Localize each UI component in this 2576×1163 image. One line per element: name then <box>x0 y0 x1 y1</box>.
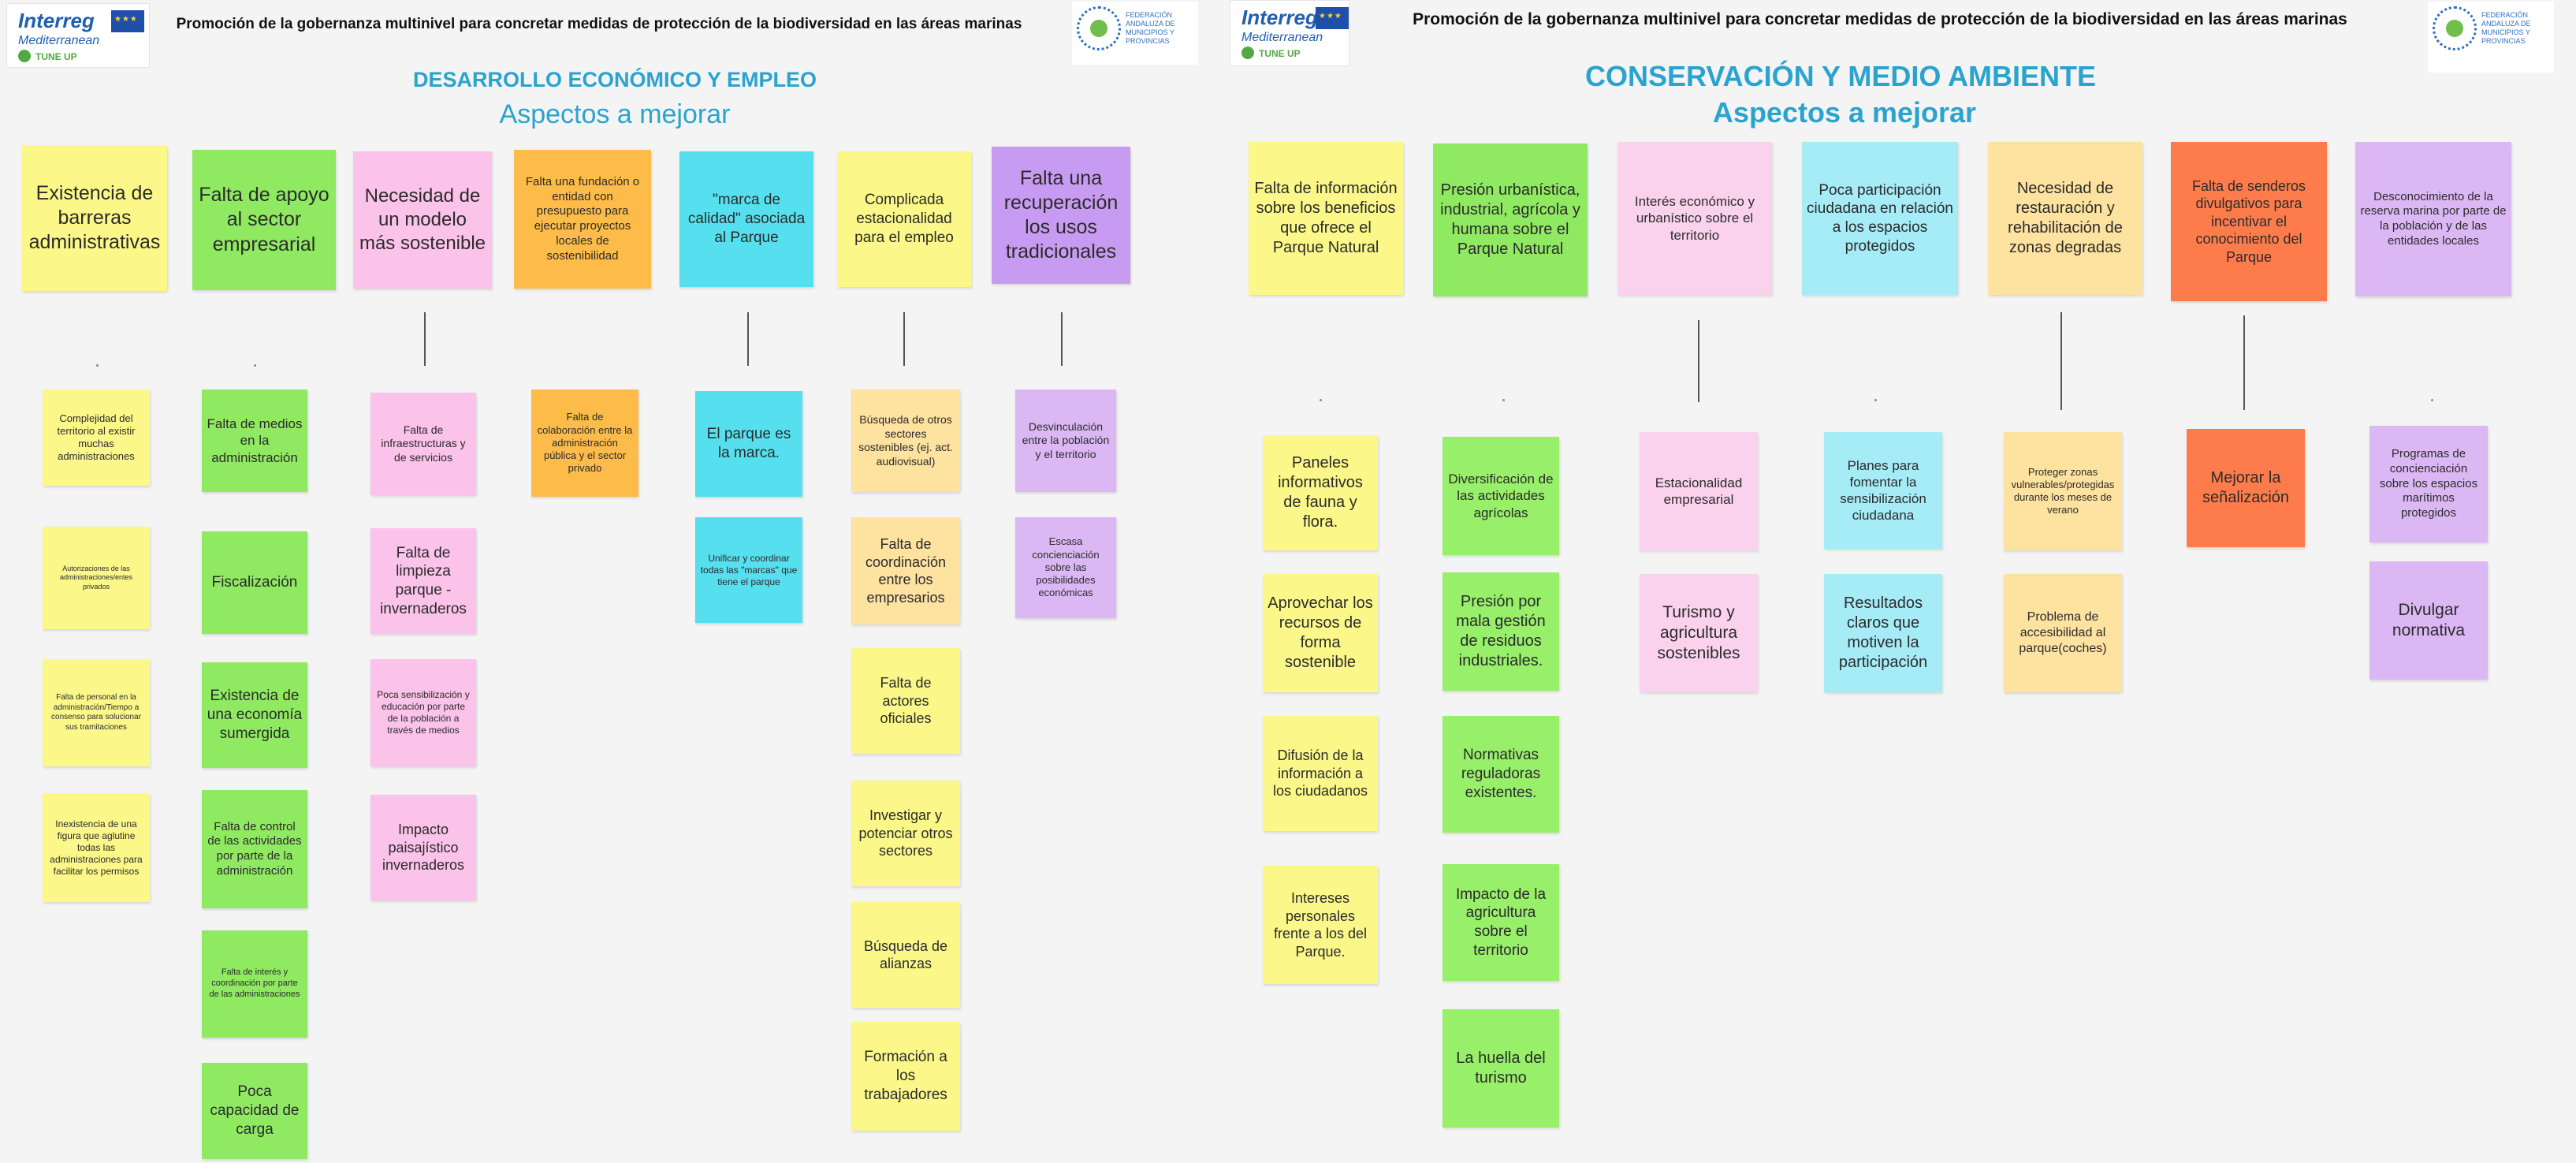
top-note-usos-tradicionales[interactable]: Falta una recuperación los usos tradicio… <box>992 147 1130 284</box>
top-note-fundacion[interactable]: Falta una fundación o entidad con presup… <box>514 150 651 289</box>
connector-dot <box>254 364 256 367</box>
top-note-modelo-sostenible[interactable]: Necesidad de un modelo más sostenible <box>353 151 492 289</box>
note-mejorar-senalizacion[interactable]: Mejorar la señalización <box>2187 429 2305 547</box>
top-note-presion-urbanistica[interactable]: Presión urbanística, industrial, agrícol… <box>1433 144 1588 296</box>
board-header-title: Promoción de la gobernanza multinivel pa… <box>176 16 1022 32</box>
note-busqueda-sectores[interactable]: Búsqueda de otros sectores sostenibles (… <box>851 390 960 492</box>
connector-dot <box>1874 399 1877 401</box>
note-escasa-concienciacion[interactable]: Escasa concienciación sobre las posibili… <box>1015 517 1116 618</box>
note-resultados-claros[interactable]: Resultados claros que motiven la partici… <box>1824 574 1942 692</box>
fem-logo-icon <box>2433 6 2477 50</box>
note-busqueda-alianzas[interactable]: Búsqueda de alianzas <box>851 902 960 1008</box>
note-desvinculacion[interactable]: Desvinculación entre la población y el t… <box>1015 390 1116 492</box>
note-turismo-agricultura[interactable]: Turismo y agricultura sostenibles <box>1640 574 1758 692</box>
eu-flag-icon <box>1316 7 1349 29</box>
fem-logo: FEDERACIÓN ANDALUZA DE MUNICIPIOS Y PROV… <box>1072 2 1198 65</box>
board-header-title: Promoción de la gobernanza multinivel pa… <box>1413 10 2347 28</box>
top-note-marca-calidad[interactable]: "marca de calidad" asociada al Parque <box>679 151 813 287</box>
note-planes-sensibilizacion[interactable]: Planes para fomentar la sensibilización … <box>1824 432 1942 549</box>
eu-flag-icon <box>111 10 144 32</box>
section-subtitle: Aspectos a mejorar <box>1712 96 1977 129</box>
note-residuos-industriales[interactable]: Presión por mala gestión de residuos ind… <box>1442 572 1559 691</box>
note-impacto-agricultura[interactable]: Impacto de la agricultura sobre el terri… <box>1442 864 1559 981</box>
note-economia-sumergida[interactable]: Existencia de una economía sumergida <box>202 662 307 768</box>
connector-line <box>903 312 905 366</box>
note-complejidad[interactable]: Complejidad del territorio al existir mu… <box>43 390 150 486</box>
connector-line <box>2243 315 2245 410</box>
note-accesibilidad[interactable]: Problema de accesibilidad al parque(coch… <box>2004 574 2122 692</box>
top-note-senderos[interactable]: Falta de senderos divulgativos para ince… <box>2171 142 2327 301</box>
note-interes-coordinacion[interactable]: Falta de interés y coordinación por part… <box>202 930 307 1038</box>
top-note-apoyo-empresarial[interactable]: Falta de apoyo al sector empresarial <box>192 150 336 290</box>
note-infraestructuras[interactable]: Falta de infraestructuras y de servicios <box>370 393 476 495</box>
note-colaboracion[interactable]: Falta de colaboración entre la administr… <box>531 390 638 497</box>
connector-line <box>1061 312 1063 366</box>
note-aprovechar-recursos[interactable]: Aprovechar los recursos de forma sosteni… <box>1263 574 1378 692</box>
note-actores-oficiales[interactable]: Falta de actores oficiales <box>851 648 960 754</box>
note-limpieza-parque[interactable]: Falta de limpieza parque - invernaderos <box>370 528 476 634</box>
interreg-logo: Interreg Mediterranean TUNE UP <box>1230 0 1349 66</box>
connector-dot <box>1320 399 1322 401</box>
connector-dot <box>96 364 99 367</box>
note-investigar-sectores[interactable]: Investigar y potenciar otros sectores <box>851 781 960 886</box>
connector-line <box>2060 312 2062 410</box>
note-parque-marca[interactable]: El parque es la marca. <box>695 391 802 497</box>
section-subtitle: Aspectos a mejorar <box>499 99 731 129</box>
connector-line <box>747 312 749 366</box>
note-falta-medios[interactable]: Falta de medios en la administración <box>202 390 307 492</box>
connector-dot <box>2431 399 2433 401</box>
note-sensibilizacion[interactable]: Poca sensibilización y educación por par… <box>370 659 476 766</box>
note-impacto-paisajistico[interactable]: Impacto paisajístico invernaderos <box>370 795 476 900</box>
note-paneles-informativos[interactable]: Paneles informativos de fauna y flora. <box>1263 435 1378 550</box>
fem-logo-icon <box>1077 6 1121 50</box>
connector-line <box>1698 320 1699 402</box>
top-note-falta-informacion[interactable]: Falta de información sobre los beneficio… <box>1249 142 1403 295</box>
interreg-logo: Interreg Mediterranean TUNE UP <box>6 3 150 68</box>
note-formacion-trabajadores[interactable]: Formación a los trabajadores <box>851 1022 960 1131</box>
top-note-desconocimiento[interactable]: Desconocimiento de la reserva marina por… <box>2355 142 2511 296</box>
note-divulgar-normativa[interactable]: Divulgar normativa <box>2369 561 2488 680</box>
note-capacidad-carga[interactable]: Poca capacidad de carga <box>202 1063 307 1159</box>
fem-logo: FEDERACIÓN ANDALUZA DE MUNICIPIOS Y PROV… <box>2428 2 2554 73</box>
connector-dot <box>1502 399 1505 401</box>
note-programas-concienciacion[interactable]: Programas de concienciación sobre los es… <box>2369 426 2488 542</box>
note-falta-personal[interactable]: Falta de personal en la administración/T… <box>43 659 150 766</box>
note-proteger-zonas[interactable]: Proteger zonas vulnerables/protegidas du… <box>2004 432 2122 550</box>
note-falta-control[interactable]: Falta de control de las actividades por … <box>202 790 307 908</box>
note-fiscalizacion[interactable]: Fiscalización <box>202 531 307 634</box>
top-note-barreras[interactable]: Existencia de barreras administrativas <box>22 145 167 291</box>
connector-line <box>424 312 426 366</box>
section-title: CONSERVACIÓN Y MEDIO AMBIENTE <box>1584 60 2097 92</box>
tuneup-icon <box>1241 47 1254 59</box>
note-difusion-informacion[interactable]: Difusión de la información a los ciudada… <box>1263 716 1378 831</box>
top-note-restauracion[interactable]: Necesidad de restauración y rehabilitaci… <box>1988 142 2142 295</box>
note-autorizaciones[interactable]: Autorizaciones de las administraciones/e… <box>43 527 150 629</box>
note-diversificacion[interactable]: Diversificación de las actividades agríc… <box>1442 437 1559 555</box>
top-note-interes-economico[interactable]: Interés económico y urbanístico sobre el… <box>1617 142 1772 295</box>
note-normativas[interactable]: Normativas reguladoras existentes. <box>1442 716 1559 833</box>
tuneup-icon <box>18 50 31 62</box>
note-unificar-marcas[interactable]: Unificar y coordinar todas las "marcas" … <box>695 517 802 623</box>
section-title: DESARROLLO ECONÓMICO Y EMPLEO <box>412 68 817 91</box>
note-estacionalidad-empresarial[interactable]: Estacionalidad empresarial <box>1640 432 1758 550</box>
board-desarrollo-economico: Interreg Mediterranean TUNE UP Promoción… <box>0 0 1288 1163</box>
note-inexistencia-figura[interactable]: Inexistencia de una figura que aglutine … <box>43 793 150 902</box>
top-note-estacionalidad[interactable]: Complicada estacionalidad para el empleo <box>837 151 971 287</box>
note-coordinacion-empresarios[interactable]: Falta de coordinación entre los empresar… <box>851 517 960 624</box>
note-intereses-personales[interactable]: Intereses personales frente a los del Pa… <box>1263 866 1378 984</box>
note-huella-turismo[interactable]: La huella del turismo <box>1442 1009 1559 1128</box>
top-note-participacion[interactable]: Poca participación ciudadana en relación… <box>1802 142 1958 295</box>
board-conservacion: Interreg Mediterranean TUNE UP Promoción… <box>1230 0 2576 1163</box>
